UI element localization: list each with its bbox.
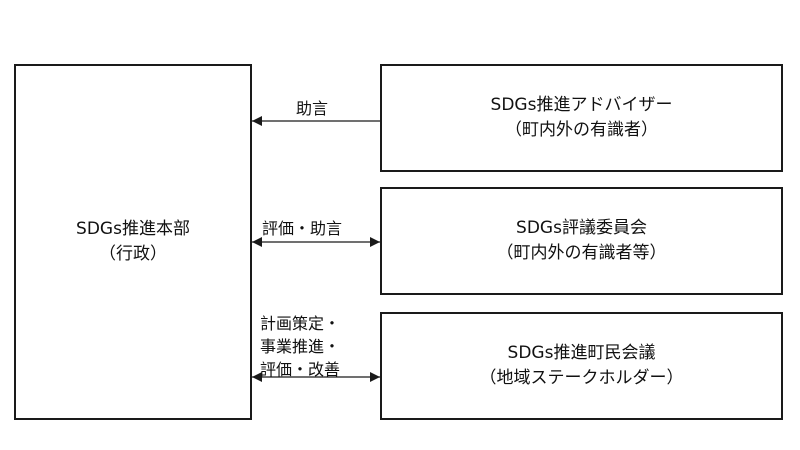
sdgs-council-box: SDGs推進町民会議 （地域ステークホルダー） [380,312,783,420]
sdgs-advisor-box: SDGs推進アドバイザー （町内外の有識者） [380,64,783,172]
planning-label-line: 評価・改善 [260,360,341,380]
sdgs-headquarters-box: SDGs推進本部 （行政） [14,64,252,420]
council-title: SDGs推進町民会議 [507,343,656,364]
headquarters-subtitle: （行政） [99,244,167,264]
advice-label: 助言 [296,99,329,118]
planning-label-line: 計画策定・ [260,314,341,333]
advisor-subtitle: （町内外の有識者） [505,120,658,140]
planning-label-line: 事業推進・ [260,337,341,357]
planning-label: 計画策定・ 事業推進・ 評価・改善 [260,312,340,382]
advisor-title: SDGs推進アドバイザー [490,95,673,116]
sdgs-committee-box: SDGs評議委員会 （町内外の有識者等） [380,187,783,295]
headquarters-title: SDGs推進本部 [76,219,190,240]
evaluation-label: 評価・助言 [262,219,343,238]
committee-title: SDGs評議委員会 [516,218,647,239]
council-subtitle: （地域ステークホルダー） [479,368,684,388]
committee-subtitle: （町内外の有識者等） [496,243,667,263]
